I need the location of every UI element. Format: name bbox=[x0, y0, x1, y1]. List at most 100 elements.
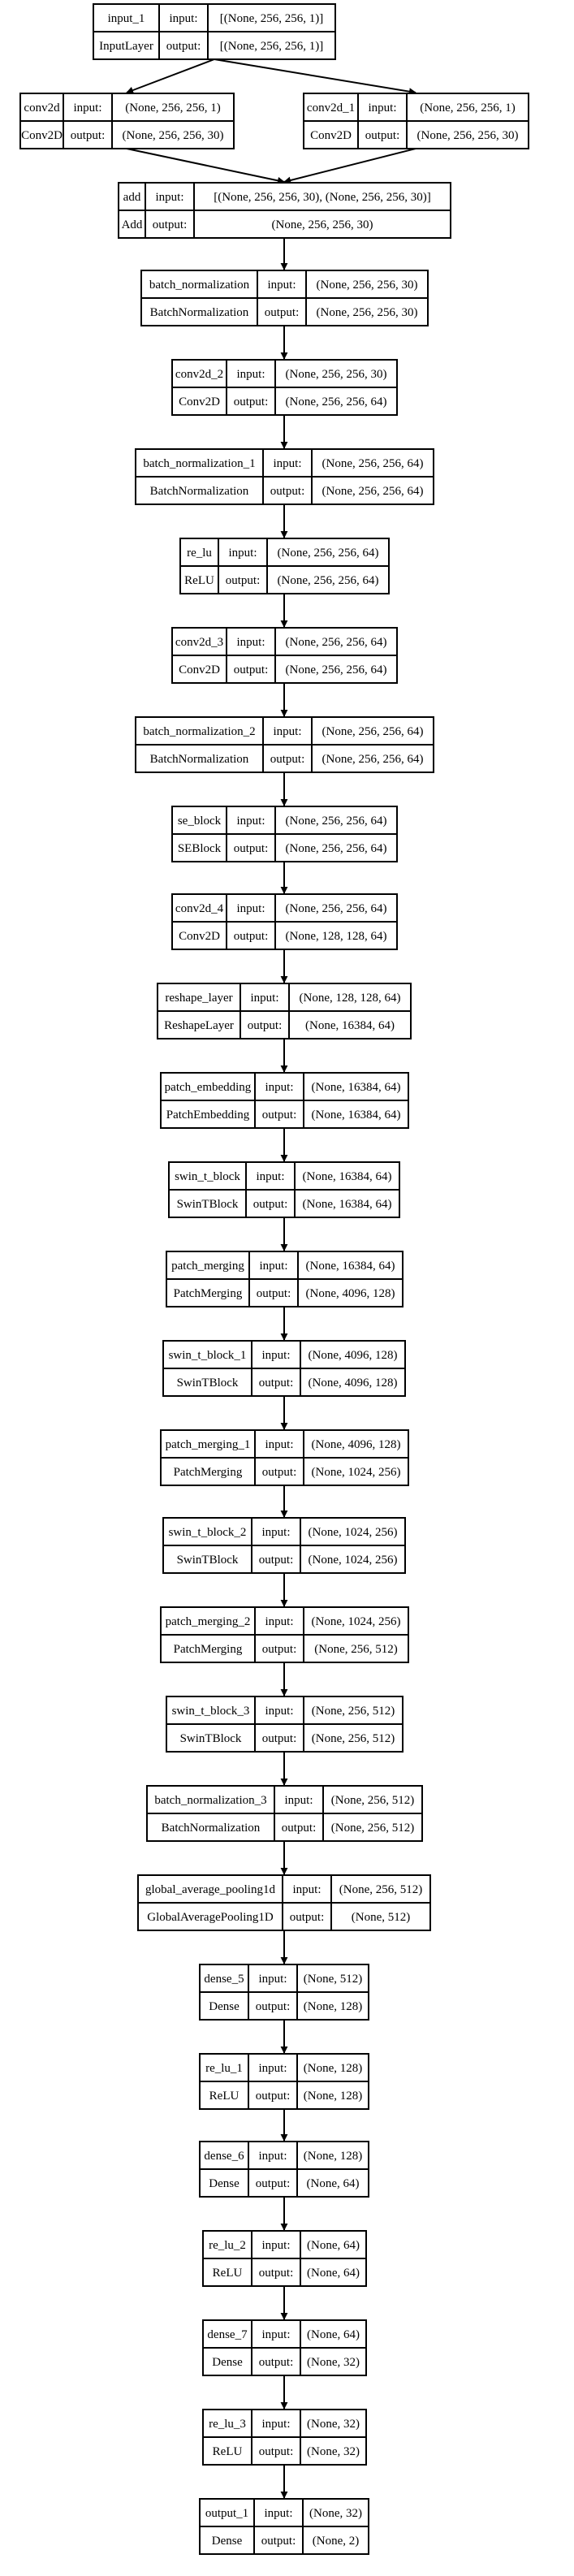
input-port-label: input: bbox=[284, 1794, 313, 1807]
output-port-label: output: bbox=[259, 2445, 294, 2458]
layer-type: Conv2D bbox=[310, 129, 352, 142]
input-port-label: input: bbox=[73, 102, 101, 115]
output-shape: (None, 256, 256, 30) bbox=[272, 218, 373, 231]
output-port-label: output: bbox=[166, 40, 201, 53]
output-shape: (None, 256, 256, 64) bbox=[278, 574, 379, 587]
output-port-label: output: bbox=[71, 129, 106, 142]
input-shape: (None, 256, 256, 1) bbox=[420, 102, 515, 115]
input-shape: (None, 4096, 128) bbox=[309, 1349, 398, 1362]
layer-name: patch_embedding bbox=[165, 1081, 252, 1094]
layer-type: Dense bbox=[209, 2000, 240, 2013]
output-shape: (None, 64) bbox=[307, 2267, 360, 2280]
layer-type: BatchNormalization bbox=[150, 753, 249, 766]
input-shape: (None, 32) bbox=[307, 2418, 360, 2431]
layer-name: swin_t_block_1 bbox=[169, 1349, 247, 1362]
layer-type: ReLU bbox=[213, 2267, 243, 2280]
output-port-label: output: bbox=[282, 1822, 317, 1835]
layer-name: swin_t_block_2 bbox=[169, 1526, 247, 1539]
output-port-label: output: bbox=[226, 574, 261, 587]
input-shape: (None, 1024, 256) bbox=[312, 1615, 401, 1628]
layer-type: BatchNormalization bbox=[150, 485, 249, 498]
output-shape: (None, 256, 256, 64) bbox=[322, 485, 424, 498]
output-port-label: output: bbox=[259, 1554, 294, 1567]
layer-type: PatchEmbedding bbox=[166, 1109, 250, 1122]
layer-type: BatchNormalization bbox=[150, 306, 249, 319]
input-port-label: input: bbox=[250, 992, 278, 1005]
output-port-label: output: bbox=[256, 2177, 291, 2190]
input-shape: (None, 256, 512) bbox=[331, 1794, 414, 1807]
layer-name: batch_normalization_2 bbox=[143, 725, 255, 738]
layer-type: ReLU bbox=[209, 2090, 240, 2103]
output-shape: (None, 64) bbox=[307, 2177, 360, 2190]
input-shape: (None, 256, 256, 64) bbox=[278, 547, 379, 560]
layer-node-swin-t-block-3: swin_t_block_3SwinTBlockinput:output:(No… bbox=[166, 1696, 404, 1753]
input-shape: [(None, 256, 256, 1)] bbox=[220, 12, 323, 25]
input-port-label: input: bbox=[228, 547, 257, 560]
layer-type: Conv2D bbox=[21, 129, 63, 142]
layer-name: swin_t_block bbox=[175, 1170, 240, 1183]
layer-type: ReshapeLayer bbox=[164, 1019, 234, 1032]
output-shape: (None, 256, 256, 30) bbox=[123, 129, 224, 142]
layer-node-swin-t-block-1: swin_t_block_1SwinTBlockinput:output:(No… bbox=[162, 1340, 406, 1397]
output-port-label: output: bbox=[262, 1466, 297, 1479]
input-port-label: input: bbox=[261, 1349, 290, 1362]
output-shape: (None, 256, 256, 64) bbox=[286, 842, 387, 855]
output-shape: (None, 1024, 256) bbox=[312, 1466, 401, 1479]
output-shape: [(None, 256, 256, 1)] bbox=[220, 40, 323, 53]
layer-type: Conv2D bbox=[179, 930, 220, 943]
layer-node-patch-merging-1: patch_merging_1PatchMerginginput:output:… bbox=[160, 1429, 409, 1486]
output-port-label: output: bbox=[262, 1109, 297, 1122]
layer-name: batch_normalization_1 bbox=[143, 457, 255, 470]
output-port-label: output: bbox=[259, 2356, 294, 2369]
input-port-label: input: bbox=[236, 815, 265, 828]
input-port-label: input: bbox=[292, 1883, 321, 1896]
input-shape: (None, 256, 256, 64) bbox=[286, 636, 387, 649]
layer-type: PatchMerging bbox=[174, 1466, 243, 1479]
input-shape: (None, 256, 512) bbox=[312, 1705, 395, 1718]
layer-name: add bbox=[123, 191, 141, 204]
edge-conv2d-to-add bbox=[126, 148, 285, 184]
layer-name: input_1 bbox=[108, 12, 145, 25]
layer-name: batch_normalization bbox=[149, 279, 250, 292]
input-port-label: input: bbox=[261, 2328, 290, 2341]
output-shape: (None, 256, 256, 30) bbox=[417, 129, 519, 142]
layer-name: conv2d_1 bbox=[307, 102, 355, 115]
output-port-label: output: bbox=[253, 1198, 288, 1211]
layer-type: PatchMerging bbox=[174, 1643, 243, 1656]
input-port-label: input: bbox=[261, 1526, 290, 1539]
input-port-label: input: bbox=[273, 457, 301, 470]
layer-name: re_lu_2 bbox=[209, 2239, 246, 2252]
output-port-label: output: bbox=[257, 1287, 291, 1300]
edge-conv2d-1-to-add bbox=[283, 148, 416, 184]
layer-name: re_lu_3 bbox=[209, 2418, 246, 2431]
layer-type: ReLU bbox=[184, 574, 214, 587]
layer-type: Dense bbox=[212, 2356, 243, 2369]
input-shape: (None, 128) bbox=[304, 2062, 362, 2075]
output-shape: (None, 256, 512) bbox=[331, 1822, 414, 1835]
input-shape: (None, 256, 256, 1) bbox=[125, 102, 220, 115]
output-port-label: output: bbox=[270, 485, 305, 498]
edges-layer bbox=[126, 58, 416, 2499]
input-port-label: input: bbox=[236, 368, 265, 381]
layer-node-global-average-pooling1d: global_average_pooling1dGlobalAveragePoo… bbox=[137, 1874, 431, 1931]
output-port-label: output: bbox=[234, 395, 269, 408]
input-port-label: input: bbox=[273, 725, 301, 738]
layer-type: Conv2D bbox=[179, 395, 220, 408]
output-shape: (None, 256, 256, 30) bbox=[317, 306, 418, 319]
output-port-label: output: bbox=[234, 663, 269, 676]
input-shape: (None, 256, 256, 64) bbox=[286, 815, 387, 828]
layer-type: SwinTBlock bbox=[177, 1377, 239, 1390]
layer-type: Conv2D bbox=[179, 663, 220, 676]
output-port-label: output: bbox=[256, 2090, 291, 2103]
output-shape: (None, 128) bbox=[304, 2090, 362, 2103]
input-shape: (None, 256, 512) bbox=[339, 1883, 422, 1896]
input-shape: (None, 64) bbox=[307, 2239, 360, 2252]
layer-type: InputLayer bbox=[99, 40, 153, 53]
